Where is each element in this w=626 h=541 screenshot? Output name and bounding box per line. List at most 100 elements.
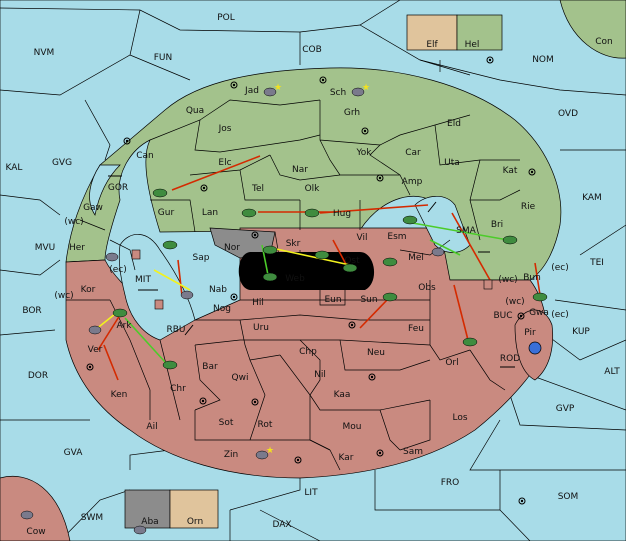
land-label-sam: Sam: [403, 447, 423, 457]
fleet-marker-pir: [528, 341, 542, 355]
land-label-nar: Nar: [292, 165, 308, 175]
box-aba[interactable]: [124, 489, 171, 529]
land-label-vil: Vil: [357, 233, 368, 243]
land-label-qwi: Qwi: [232, 373, 249, 383]
land-label-uta: Uta: [444, 158, 460, 168]
box-label-elf: Elf: [426, 40, 438, 50]
land-label-rot: Rot: [258, 420, 273, 430]
sea-label-kam: KAM: [582, 193, 602, 203]
box-label-hel: Hel: [465, 40, 480, 50]
land-label-uru: Uru: [253, 323, 269, 333]
land-label-hug: Hug: [333, 209, 351, 219]
sea-label-alt: ALT: [604, 367, 620, 377]
sea-label-swm: SWM: [81, 513, 103, 523]
sea-label-gva: GVA: [64, 448, 84, 458]
sea-label-kal: KAL: [6, 163, 23, 173]
sea-label-kup: KUP: [572, 327, 590, 337]
land-label-olk: Olk: [305, 184, 321, 194]
continent-red: [65, 227, 547, 479]
land-label-web: Web: [285, 274, 305, 284]
land-label-sch: Sch: [330, 88, 346, 98]
sea-label-cob: COB: [302, 45, 322, 55]
land-label-los: Los: [452, 413, 467, 423]
sea-label-ovd: OVD: [558, 109, 578, 119]
land-label-lan: Lan: [202, 208, 218, 218]
land-label-bri: Bri: [491, 220, 503, 230]
sea-label-gor: GOR: [108, 183, 128, 193]
land-label-bar: Bar: [202, 362, 218, 372]
box-label-orn: Orn: [187, 517, 203, 527]
land-label-cow: Cow: [26, 527, 45, 537]
land-label-eun: Eun: [324, 295, 341, 305]
land-label-kar: Kar: [339, 453, 354, 463]
units: ★ ★ ★: [20, 83, 548, 535]
sea-label-gvg: GVG: [52, 158, 72, 168]
box-hel[interactable]: [456, 14, 503, 51]
land-label-feu: Feu: [408, 324, 424, 334]
land-label-sun: Sun: [360, 295, 377, 305]
box-elf[interactable]: [406, 14, 458, 51]
land-label-jad: Jad: [244, 86, 259, 96]
land-label-chr: Chr: [170, 384, 186, 394]
land-label-gwa: Gwa: [529, 308, 549, 318]
sea-label-fro: FRO: [441, 478, 460, 488]
land-label-jos: Jos: [218, 124, 232, 134]
land-label-kor: Kor: [81, 285, 96, 295]
coast-label-ec-her: (ec): [109, 265, 127, 275]
land-label-rie: Rie: [521, 202, 536, 212]
province-borders: [66, 99, 521, 471]
land-label-gur: Gur: [158, 208, 175, 218]
land-label-con: Con: [595, 37, 613, 47]
coast-label-wc-bun: (wc): [498, 275, 517, 285]
sea-label-rod: ROD: [500, 354, 520, 364]
sea-label-pol: POL: [217, 13, 235, 23]
land-label-ail: Ail: [146, 422, 157, 432]
land-label-her: Her: [69, 243, 85, 253]
land-label-mou: Mou: [343, 422, 362, 432]
sea-label-nom: NOM: [532, 55, 554, 65]
land-label-can: Can: [136, 151, 154, 161]
land-label-mel: Mel: [408, 253, 424, 263]
land-label-ark: Ark: [116, 321, 132, 331]
land-label-eld: Eld: [447, 119, 461, 129]
sea-label-dor: DOR: [28, 371, 48, 381]
land-label-yok: Yok: [355, 148, 372, 158]
land-label-ost: Ost: [344, 256, 360, 266]
sea-label-bor: BOR: [22, 306, 41, 316]
land-label-hil: Hil: [252, 298, 264, 308]
land-label-skr: Skr: [286, 239, 301, 249]
land-label-chp: Chp: [299, 347, 317, 357]
land-label-pir: Pir: [524, 328, 536, 338]
land-label-nil: Nil: [314, 370, 326, 380]
land-label-qua: Qua: [186, 106, 204, 116]
land-label-orl: Orl: [445, 358, 458, 368]
svg-text:★: ★: [266, 446, 274, 456]
box-label-aba: Aba: [141, 517, 158, 527]
sea-label-som: SOM: [558, 492, 579, 502]
sea-arrows: [108, 175, 515, 368]
svg-text:★: ★: [274, 83, 282, 93]
sea-label-fun: FUN: [154, 53, 173, 63]
land-label-bun: Bun: [523, 273, 541, 283]
land-label-zin: Zin: [224, 450, 238, 460]
land-label-nab: Nab: [209, 285, 227, 295]
sea-label-nvm: NVM: [34, 48, 55, 58]
land-label-sap: Sap: [193, 253, 210, 263]
coast-label-ec-gwa: (ec): [551, 310, 569, 320]
gulf-gor: [89, 164, 121, 216]
land-label-kat: Kat: [503, 166, 518, 176]
sea-label-lit: LIT: [304, 488, 318, 498]
land-label-nor: Nor: [224, 243, 240, 253]
land-label-esm: Esm: [387, 232, 406, 242]
land-label-gaw: Gaw: [83, 203, 103, 213]
sea-label-sma: SMA: [456, 226, 476, 236]
land-label-nog: Nog: [213, 304, 231, 314]
sea-label-rbu: RBU: [166, 325, 185, 335]
coast-label-wc-kor: (wc): [54, 291, 73, 301]
land-label-ver: Ver: [88, 345, 103, 355]
land-label-amp: Amp: [402, 177, 423, 187]
box-orn[interactable]: [169, 489, 219, 529]
